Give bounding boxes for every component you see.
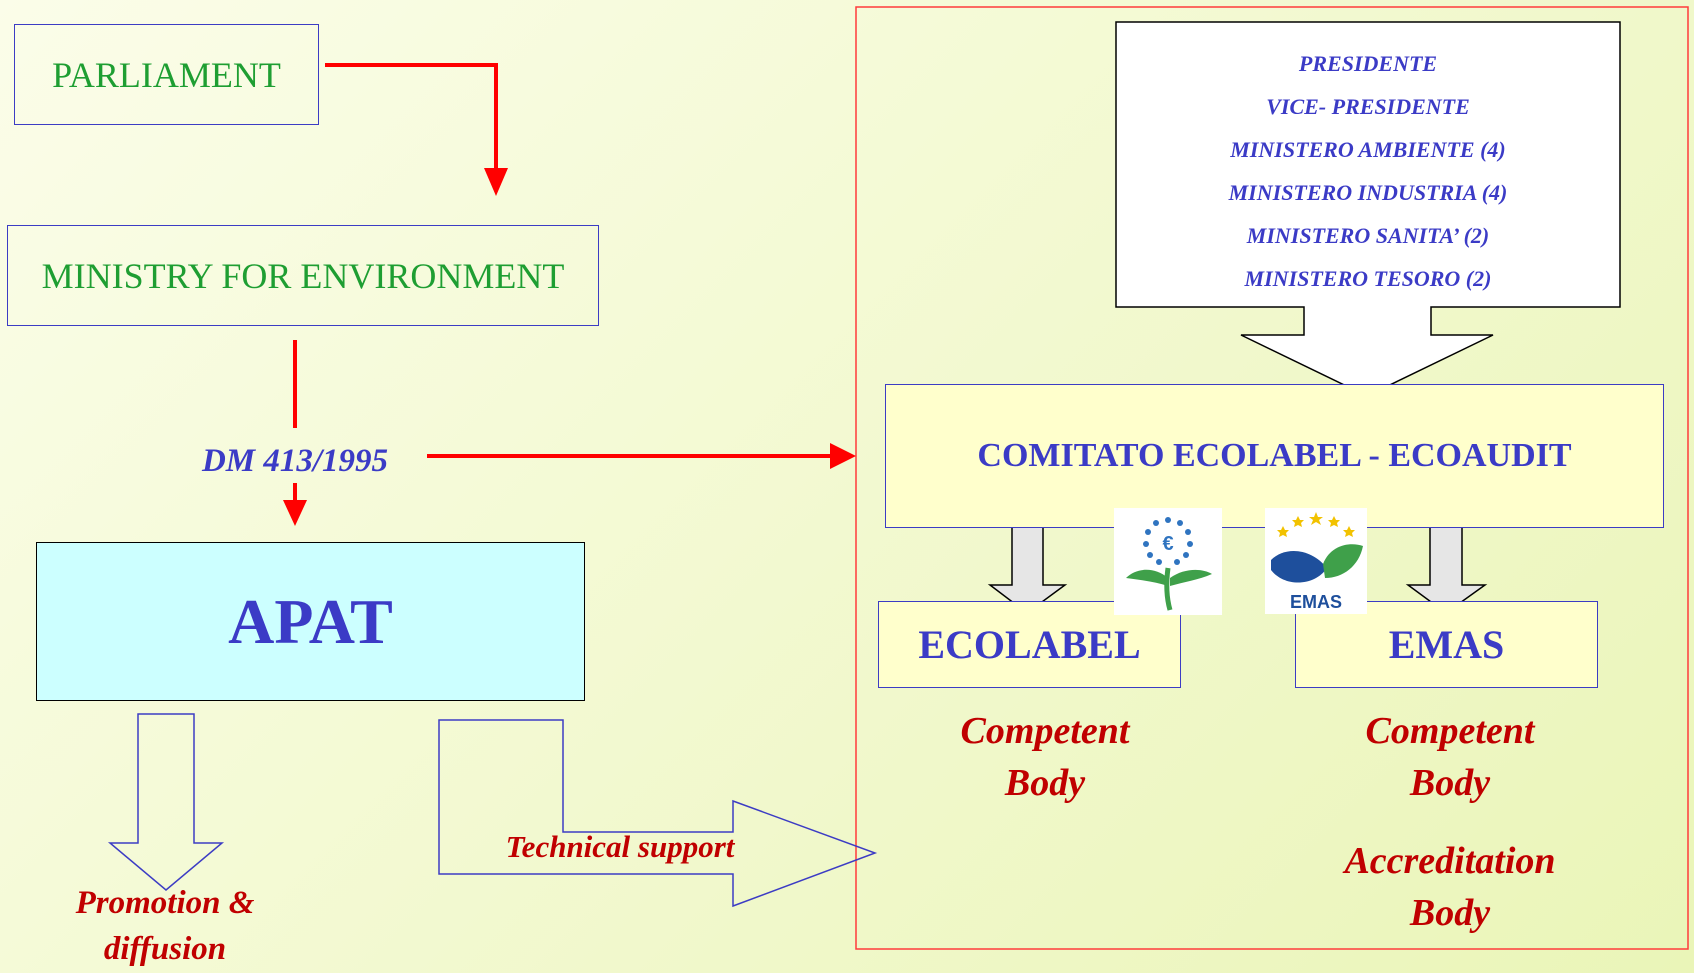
decree-label: DM 413/1995 — [201, 442, 389, 479]
emas-logo-icon: EMAS — [1265, 508, 1367, 614]
emas-role-text: Competent Body — [1335, 705, 1565, 809]
member-ministero-tesoro: MINISTERO TESORO (2) — [1244, 266, 1492, 291]
ecolabel-role-line-2: Body — [1004, 762, 1086, 804]
svg-text:€: € — [1162, 533, 1173, 555]
apat-box: APAT — [36, 542, 585, 701]
apat-label: APAT — [228, 585, 393, 657]
eu-ecolabel-flower-icon: € — [1114, 508, 1222, 615]
emas-accreditation-line-2: Body — [1409, 892, 1491, 934]
ministry-label: MINISTRY FOR ENVIRONMENT — [41, 255, 565, 296]
ecolabel-label: ECOLABEL — [918, 622, 1141, 667]
comitato-panel-frame — [855, 6, 1689, 950]
parliament-label: PARLIAMENT — [52, 54, 281, 95]
promotion-arrow — [107, 713, 225, 891]
decree-label-box: DM 413/1995 — [170, 437, 420, 485]
promotion-line-2: diffusion — [103, 931, 227, 967]
emas-logo-text: EMAS — [1290, 592, 1342, 612]
emas-label: EMAS — [1388, 622, 1505, 667]
parliament-box: PARLIAMENT — [14, 24, 319, 125]
ecolabel-role-text: Competent Body — [930, 705, 1160, 809]
comitato-label: COMITATO ECOLABEL - ECOAUDIT — [977, 437, 1572, 474]
member-vice-presidente: VICE- PRESIDENTE — [1266, 94, 1470, 119]
ecolabel-role-line-1: Competent — [960, 710, 1130, 752]
member-ministero-sanita: MINISTERO SANITA’ (2) — [1246, 223, 1490, 248]
member-presidente: PRESIDENTE — [1298, 51, 1438, 76]
ministry-box: MINISTRY FOR ENVIRONMENT — [7, 225, 599, 326]
promotion-line-1: Promotion & — [75, 885, 255, 921]
decree-to-apat-arrowhead — [283, 500, 307, 526]
technical-support-arrow — [438, 719, 878, 908]
ecolabel-box: ECOLABEL — [878, 601, 1181, 688]
members-callout-arrow — [1115, 21, 1621, 397]
committee-members-list: PRESIDENTE VICE- PRESIDENTE MINISTERO AM… — [1116, 22, 1620, 307]
member-ministero-ambiente: MINISTERO AMBIENTE (4) — [1230, 137, 1506, 162]
parliament-to-ministry-arrowhead — [484, 168, 508, 196]
technical-support-label: Technical support — [505, 829, 735, 864]
emas-box: EMAS — [1295, 601, 1598, 688]
member-ministero-industria: MINISTERO INDUSTRIA (4) — [1228, 180, 1508, 205]
emas-accreditation-text: Accreditation Body — [1310, 835, 1590, 939]
decree-to-comitato-arrowhead — [830, 443, 856, 469]
comitato-box: COMITATO ECOLABEL - ECOAUDIT — [885, 384, 1664, 528]
promotion-text: Promotion & diffusion — [40, 880, 290, 972]
emas-role-line-1: Competent — [1365, 710, 1535, 752]
emas-role-line-2: Body — [1409, 762, 1491, 804]
emas-accreditation-line-1: Accreditation — [1344, 840, 1556, 882]
parliament-to-ministry-connector — [325, 63, 498, 170]
